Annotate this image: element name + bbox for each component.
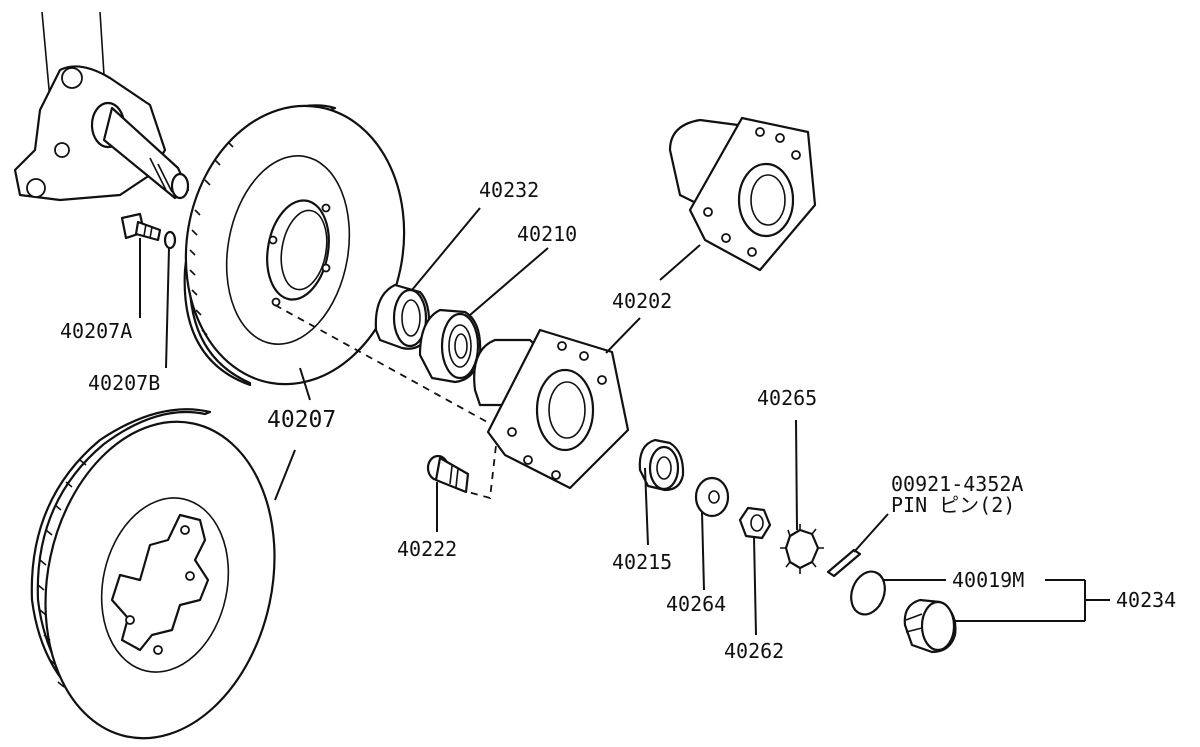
label-40234: 40234 [1116,588,1176,612]
label-40207: 40207 [267,407,336,433]
label-40262: 40262 [724,639,784,663]
part-labels: 40232 40210 40202 40207A 40207B 40207 40… [60,178,1176,663]
label-40265: 40265 [757,386,817,410]
label-40207b: 40207B [88,371,160,395]
hub-40202-alternate [668,116,817,272]
cotter-pin [826,548,862,578]
bearing-40215 [638,438,685,492]
leader-lines [139,207,1110,636]
hub-bolt-40222 [426,454,470,494]
label-pin-note: PIN ピン(2) [891,493,1015,517]
label-40019m: 40019M [952,568,1024,592]
label-40232: 40232 [479,178,539,202]
washer-40264 [694,476,730,518]
label-00921-4352a: 00921-4352A [891,472,1023,496]
lock-cap-40265 [780,524,824,574]
cap-40019m [850,570,886,616]
grease-cap-40234 [903,598,957,654]
oil-seal-40232 [374,283,431,350]
bolt-40207a [120,212,162,242]
label-40207a: 40207A [60,319,132,343]
bearing-40210 [418,308,482,384]
brake-disc-lower [30,408,276,740]
label-40202: 40202 [612,289,672,313]
label-40264: 40264 [666,592,726,616]
steering-knuckle [13,11,190,202]
label-40215: 40215 [612,550,672,574]
label-40210: 40210 [517,222,577,246]
brake-disc-upper [183,104,406,387]
hub-40202-center [473,328,630,490]
nut-40262 [738,506,772,540]
label-40222: 40222 [397,537,457,561]
washer-40207b [163,230,177,250]
